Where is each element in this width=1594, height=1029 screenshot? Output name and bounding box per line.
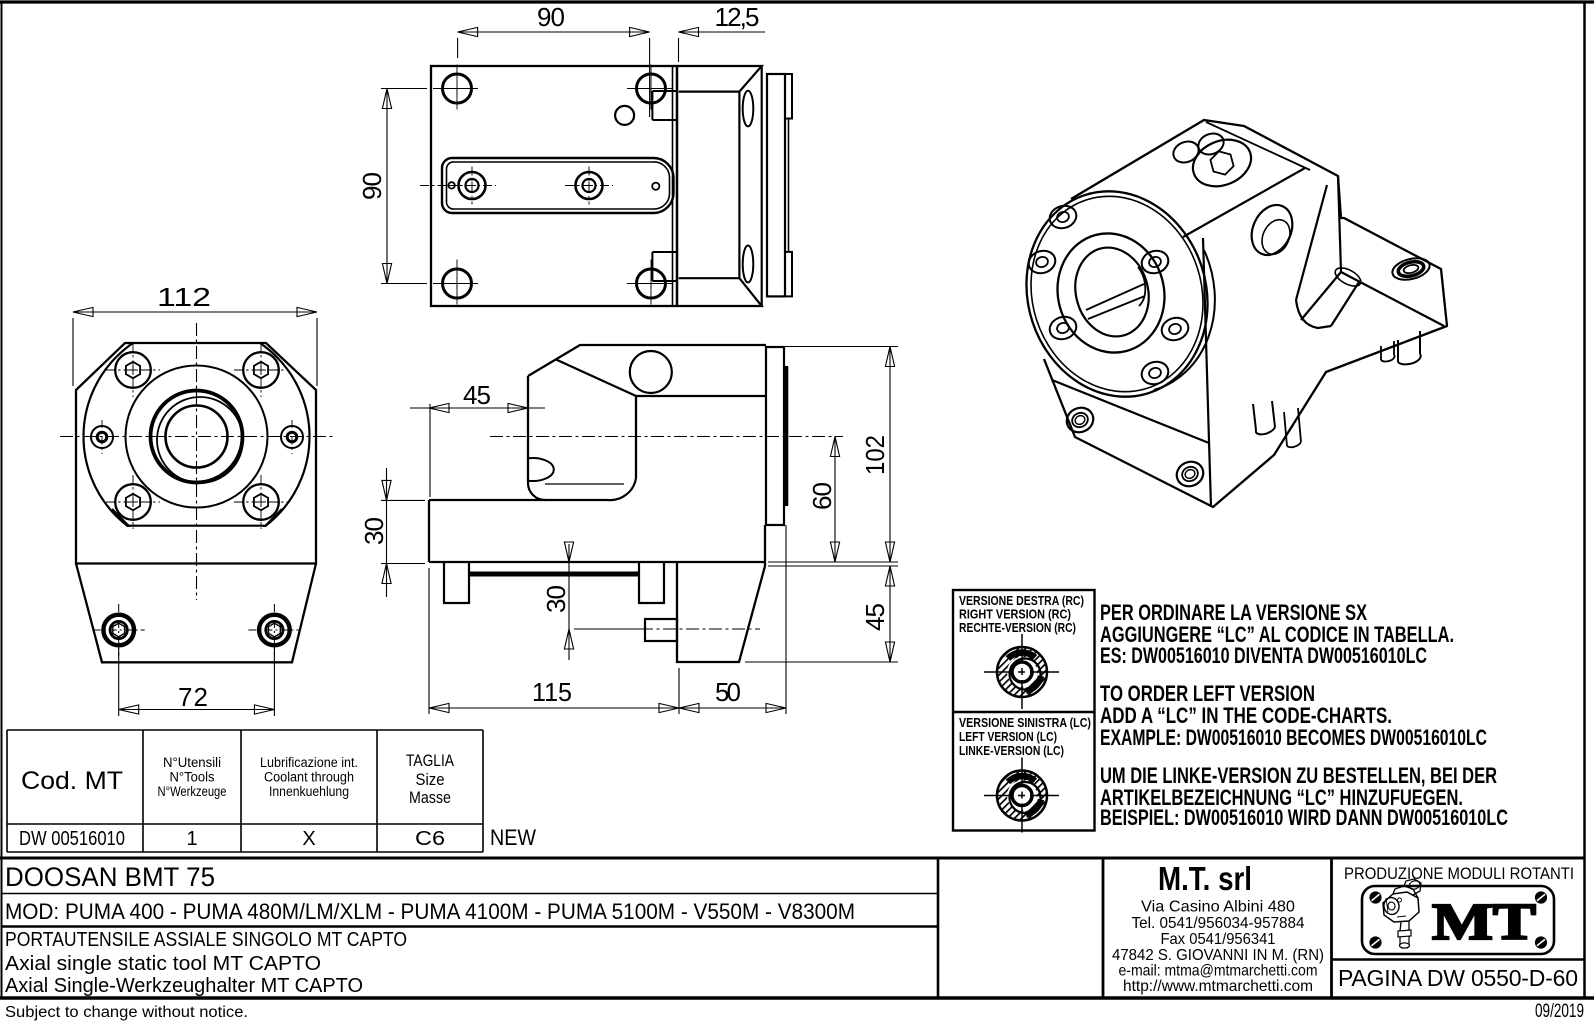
svg-text:60: 60	[807, 482, 837, 510]
svg-text:90: 90	[537, 2, 565, 32]
svg-text:ARTIKELBEZEICHNUNG “LC” HINZUF: ARTIKELBEZEICHNUNG “LC” HINZUFUEGEN.	[1100, 785, 1463, 810]
svg-text:45: 45	[463, 380, 491, 410]
svg-text:Cod. MT: Cod. MT	[21, 767, 123, 795]
svg-text:LEFT VERSION (LC): LEFT VERSION (LC)	[959, 730, 1057, 744]
svg-text:MT: MT	[1432, 894, 1536, 951]
svg-text:30: 30	[541, 585, 571, 613]
svg-text:Size: Size	[416, 771, 445, 789]
svg-text:1: 1	[186, 828, 197, 850]
svg-text:e-mail: mtma@mtmarchetti.com: e-mail: mtma@mtmarchetti.com	[1119, 963, 1318, 980]
svg-text:Via Casino Albini 480: Via Casino Albini 480	[1141, 899, 1295, 916]
svg-text:Fax 0541/956341: Fax 0541/956341	[1161, 931, 1276, 948]
svg-text:Subject to change without noti: Subject to change without notice.	[5, 1004, 248, 1021]
svg-text:VERSIONE DESTRA (RC): VERSIONE DESTRA (RC)	[959, 594, 1084, 608]
svg-text:N°Utensili: N°Utensili	[163, 755, 221, 770]
svg-text:72: 72	[178, 682, 208, 712]
svg-text:PER ORDINARE LA VERSIONE SX: PER ORDINARE LA VERSIONE SX	[1100, 600, 1367, 625]
svg-text:M.T. srl: M.T. srl	[1158, 860, 1252, 897]
svg-text:Axial single static tool MT CA: Axial single static tool MT CAPTO	[5, 953, 321, 975]
svg-text:112: 112	[157, 282, 211, 312]
svg-text:12,5: 12,5	[715, 2, 760, 32]
svg-text:Masse: Masse	[409, 789, 451, 807]
svg-text:TO ORDER LEFT VERSION: TO ORDER LEFT VERSION	[1100, 681, 1315, 706]
svg-text:DOOSAN BMT 75: DOOSAN BMT 75	[5, 862, 215, 892]
svg-text:45: 45	[860, 603, 890, 631]
svg-text:N°Werkzeuge: N°Werkzeuge	[158, 784, 227, 799]
svg-text:PRODUZIONE MODULI ROTANTI: PRODUZIONE MODULI ROTANTI	[1344, 864, 1574, 883]
svg-text:50: 50	[715, 677, 741, 707]
svg-text:TAGLIA: TAGLIA	[406, 752, 454, 770]
svg-text:90: 90	[357, 172, 387, 200]
svg-text:Axial Single-Werkzeughalter MT: Axial Single-Werkzeughalter MT CAPTO	[5, 975, 363, 997]
svg-text:ES: DW00516010 DIVENTA DW00516: ES: DW00516010 DIVENTA DW00516010LC	[1100, 643, 1427, 668]
svg-text:NEW: NEW	[490, 825, 536, 850]
svg-text:DW 00516010: DW 00516010	[19, 828, 125, 850]
svg-text:BEISPIEL: DW00516010 WIRD DANN: BEISPIEL: DW00516010 WIRD DANN DW0051601…	[1100, 805, 1508, 830]
svg-text:AGGIUNGERE “LC” AL CODICE IN T: AGGIUNGERE “LC” AL CODICE IN TABELLA.	[1100, 622, 1454, 647]
svg-text:Lubrificazione int.: Lubrificazione int.	[260, 755, 358, 770]
svg-text:102: 102	[860, 435, 890, 475]
svg-text:PAGINA DW 0550-D-60: PAGINA DW 0550-D-60	[1338, 965, 1578, 991]
svg-text:N°Tools: N°Tools	[170, 770, 215, 785]
svg-text:Innenkuehlung: Innenkuehlung	[269, 784, 349, 799]
svg-text:RIGHT VERSION (RC): RIGHT VERSION (RC)	[959, 608, 1071, 622]
svg-text:115: 115	[532, 677, 572, 707]
svg-text:PORTAUTENSILE ASSIALE SINGOLO: PORTAUTENSILE ASSIALE SINGOLO MT CAPTO	[5, 929, 407, 951]
svg-text:http://www.mtmarchetti.com: http://www.mtmarchetti.com	[1123, 978, 1313, 995]
svg-text:47842 S. GIOVANNI IN M. (RN): 47842 S. GIOVANNI IN M. (RN)	[1112, 947, 1324, 964]
svg-text:ADD A “LC” IN THE CODE-CHARTS.: ADD A “LC” IN THE CODE-CHARTS.	[1100, 703, 1392, 728]
svg-text:X: X	[302, 828, 315, 850]
svg-text:EXAMPLE: DW00516010 BECOMES DW: EXAMPLE: DW00516010 BECOMES DW00516010LC	[1100, 725, 1487, 750]
svg-text:VERSIONE SINISTRA (LC): VERSIONE SINISTRA (LC)	[959, 716, 1091, 730]
svg-text:UM DIE LINKE-VERSION ZU BESTEL: UM DIE LINKE-VERSION ZU BESTELLEN, BEI D…	[1100, 763, 1497, 788]
svg-text:30: 30	[359, 517, 389, 545]
svg-text:Coolant through: Coolant through	[264, 770, 354, 785]
svg-text:C6: C6	[415, 828, 445, 850]
svg-text:09/2019: 09/2019	[1535, 1001, 1584, 1022]
svg-text:LINKE-VERSION (LC): LINKE-VERSION (LC)	[959, 744, 1064, 758]
svg-text:Tel. 0541/956034-957884: Tel. 0541/956034-957884	[1132, 915, 1305, 932]
svg-text:RECHTE-VERSION (RC): RECHTE-VERSION (RC)	[959, 621, 1076, 635]
svg-text:MOD: PUMA 400 - PUMA 480M/LM/X: MOD: PUMA 400 - PUMA 480M/LM/XLM - PUMA …	[5, 899, 855, 924]
